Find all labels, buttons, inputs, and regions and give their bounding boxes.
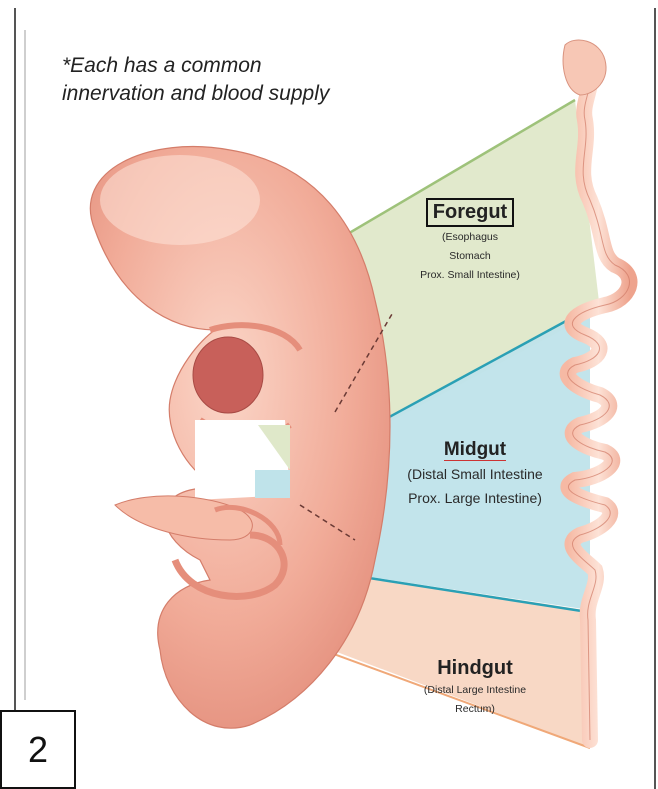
midgut-label: Midgut (Distal Small Intestine Prox. Lar… [360, 440, 590, 509]
hindgut-item: (Distal Large Intestine [370, 682, 580, 699]
note-text: *Each has a common innervation and blood… [62, 52, 329, 108]
hindgut-title: Hindgut [370, 657, 580, 680]
hindgut-item: Rectum) [370, 701, 580, 718]
midgut-item: Prox. Large Intestine) [360, 487, 590, 509]
foregut-item: Prox. Small Intestine) [350, 267, 590, 284]
midgut-title: Midgut [444, 440, 506, 461]
foregut-label: Foregut (Esophagus Stomach Prox. Small I… [350, 198, 590, 284]
foregut-title: Foregut [426, 198, 514, 227]
midgut-item: (Distal Small Intestine [360, 463, 590, 485]
note-line-2: innervation and blood supply [62, 80, 329, 108]
heart-shape [193, 337, 263, 413]
foregut-item: (Esophagus [350, 229, 590, 246]
page-number-box: 2 [0, 710, 76, 789]
foregut-item: Stomach [350, 248, 590, 265]
hindgut-label: Hindgut (Distal Large Intestine Rectum) [370, 657, 580, 718]
note-line-1: *Each has a common [62, 52, 329, 80]
